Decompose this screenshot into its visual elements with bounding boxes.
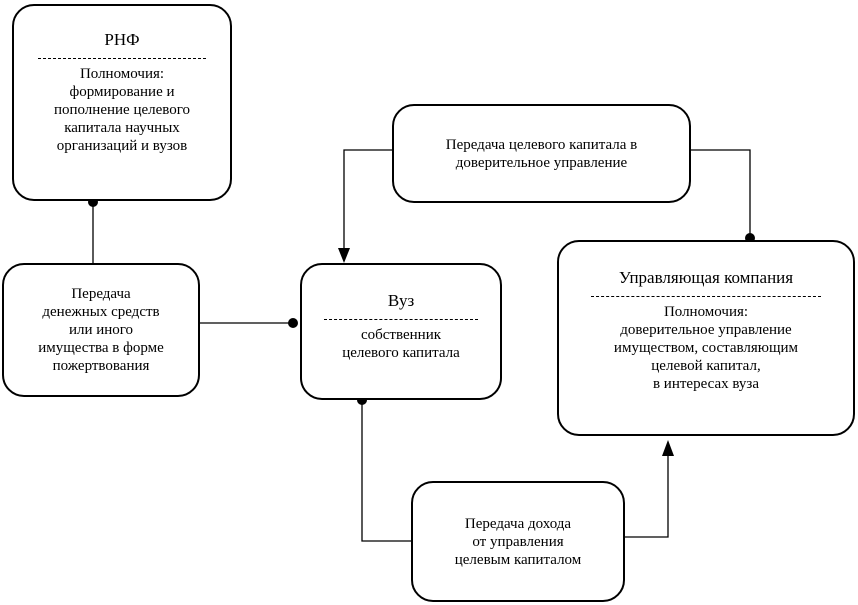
management-company-text: Полномочия: доверительное управление иму… [613, 304, 799, 392]
rnf-separator [37, 58, 207, 59]
trust-transfer-text: Передача целевого капитала в доверительн… [445, 136, 638, 171]
arrowhead-vuz-top [338, 248, 350, 263]
connector-trust-vuz [343, 149, 392, 252]
income-transfer-box: Передача дохода от управления целевым ка… [411, 481, 625, 602]
vuz-text: собственник целевого капитала [342, 327, 460, 361]
donation-text: Передача денежных средств или иного имущ… [38, 286, 164, 374]
vuz-separator [323, 319, 479, 320]
vuz-title: Вуз [387, 291, 415, 310]
rnf-text: Полномочия: формирование и пополнение це… [53, 66, 191, 154]
connector-trust-company [691, 149, 751, 238]
connector-income-company [625, 452, 669, 538]
rnf-box: РНФ Полномочия: формирование и пополнени… [12, 4, 232, 201]
income-transfer-text: Передача дохода от управления целевым ка… [454, 515, 582, 568]
vuz-box: Вуз собственник целевого капитала [300, 263, 502, 400]
connector-vuz-income [361, 400, 411, 542]
connector-dot-vuz-left [288, 318, 298, 328]
management-company-separator [591, 296, 821, 297]
donation-box: Передача денежных средств или иного имущ… [2, 263, 200, 397]
trust-transfer-box: Передача целевого капитала в доверительн… [392, 104, 691, 203]
arrowhead-company-bottom [662, 440, 674, 456]
management-company-title: Управляющая компания [618, 268, 794, 287]
management-company-box: Управляющая компания Полномочия: доверит… [557, 240, 855, 436]
rnf-title: РНФ [104, 30, 140, 49]
